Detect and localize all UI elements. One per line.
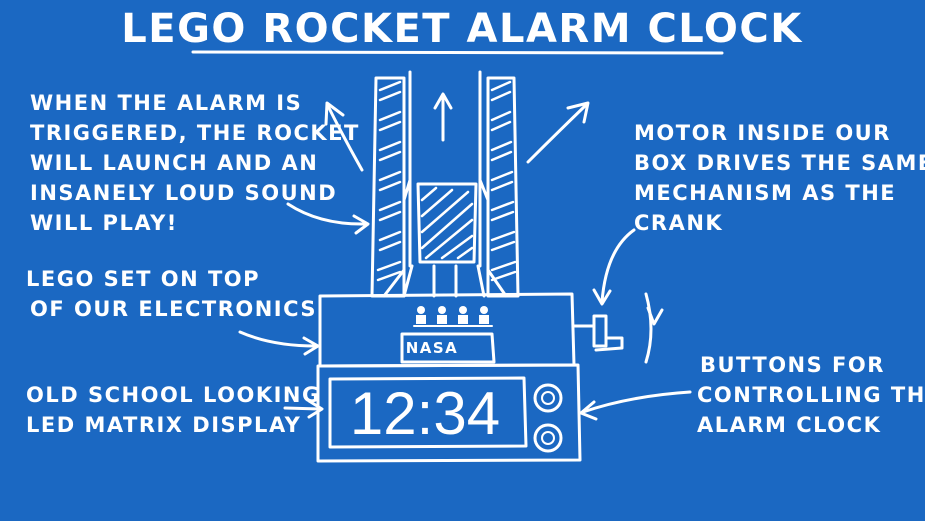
tower-shaft (408, 70, 482, 268)
lego-minifigures (413, 306, 493, 327)
nasa-badge-frame (400, 332, 496, 364)
arrow-buttons (581, 390, 692, 414)
annotation-display: OLD SCHOOL LOOKING LED MATRIX DISPLAY (26, 383, 321, 437)
annotation-buttons-line-3: ALARM CLOCK (697, 413, 881, 437)
annotation-motor-line-4: CRANK (634, 211, 723, 235)
clock-button-top[interactable] (533, 383, 563, 413)
clock-body: 12:34 (316, 363, 582, 463)
annotation-launch-line-4: INSANELY LOUD SOUND (30, 181, 337, 205)
annotation-lego-set: LEGO SET ON TOP OF OUR ELECTRONICS (26, 267, 317, 321)
arrow-up-left (326, 104, 364, 172)
arrow-lego-set-head (302, 336, 320, 356)
title-underline (191, 50, 724, 55)
annotation-launch-line-2: TRIGGERED, THE ROCKET (30, 121, 360, 145)
annotation-lego-line-2: OF OUR ELECTRONICS (30, 297, 317, 321)
clock-button-bottom-inner (541, 431, 555, 445)
clock-button-top-inner (541, 391, 555, 405)
annotation-motor-line-1: MOTOR INSIDE OUR (634, 121, 891, 145)
annotation-motor-line-2: BOX DRIVES THE SAME (634, 151, 925, 175)
arrow-up-left-head (324, 101, 345, 126)
launch-tower (370, 70, 520, 298)
annotation-launch-line-1: WHEN THE ALARM IS (30, 91, 302, 115)
tower-legs (382, 264, 508, 298)
clock-button-bottom[interactable] (533, 423, 563, 453)
annotation-lego-line-1: LEGO SET ON TOP (26, 267, 260, 291)
tower-right-rail-hatch (490, 80, 517, 282)
annotation-buttons: BUTTONS FOR CONTROLLING THE ALARM CLOCK (697, 353, 925, 437)
clock-body-outline (316, 363, 582, 463)
rocket-body-hatch (420, 186, 474, 260)
crank-rotation-head (646, 306, 664, 326)
annotation-buttons-line-2: CONTROLLING THE (697, 383, 925, 407)
arrow-launch-head (352, 214, 370, 235)
tower-right-rail (486, 76, 520, 298)
clock-time: 12:34 (350, 380, 500, 447)
led-display (328, 376, 528, 449)
annotation-motor-line-3: MECHANISM AS THE (634, 181, 896, 205)
arrow-display-head (307, 399, 324, 419)
nasa-badge: NASA (406, 339, 459, 357)
arrow-lego-set (238, 330, 318, 348)
electronics-box: NASA (318, 292, 576, 368)
arrow-up-right-head (566, 101, 590, 124)
arrow-launch (286, 202, 368, 226)
annotation-launch: WHEN THE ALARM IS TRIGGERED, THE ROCKET … (30, 91, 360, 235)
annotation-display-line-2: LED MATRIX DISPLAY (26, 413, 301, 437)
diagram-title: LEGO ROCKET ALARM CLOCK (121, 6, 803, 52)
arrow-motor (600, 228, 636, 304)
tower-left-rail-hatch (376, 80, 402, 282)
arrow-motor-head (592, 288, 612, 306)
arrow-up-right (526, 104, 587, 164)
tower-shaft-joints (402, 178, 490, 202)
crank-handle[interactable] (572, 314, 624, 352)
annotation-motor: MOTOR INSIDE OUR BOX DRIVES THE SAME MEC… (634, 121, 925, 235)
arrow-up-center-head (433, 92, 453, 110)
annotation-display-line-1: OLD SCHOOL LOOKING (26, 383, 321, 407)
arrow-display (283, 406, 322, 411)
annotation-launch-line-5: WILL PLAY! (30, 211, 178, 235)
arrow-buttons-head (579, 400, 598, 421)
crank-rotation-arc (644, 292, 653, 364)
crank[interactable] (572, 292, 664, 364)
annotation-buttons-line-1: BUTTONS FOR (700, 353, 885, 377)
rocket-body (416, 182, 478, 264)
annotation-launch-line-3: WILL LAUNCH AND AN (30, 151, 318, 175)
